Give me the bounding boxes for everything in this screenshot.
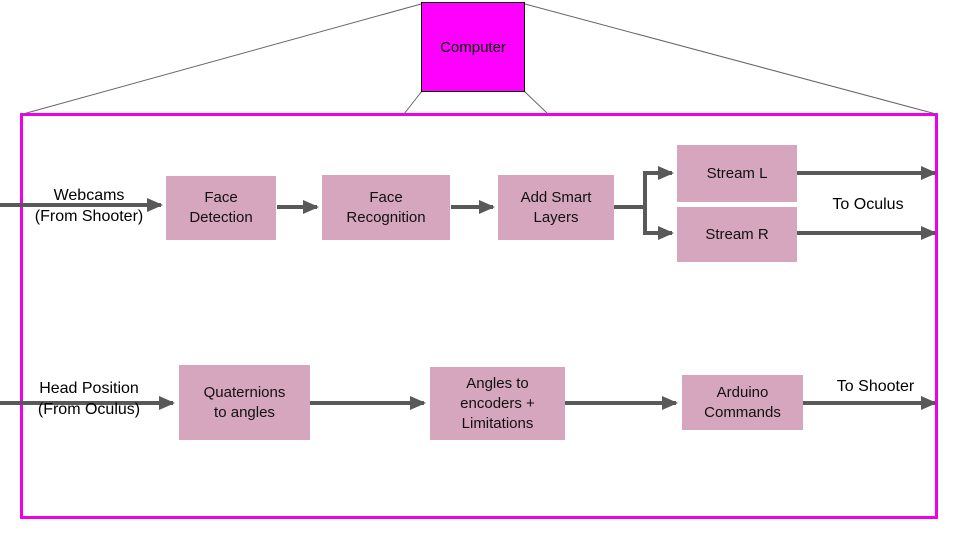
node-arduino-commands: Arduino Commands [682,375,803,430]
node-angles-to-encoders: Angles to encoders + Limitations [430,367,565,440]
explode-lines [22,3,937,115]
computer-node: Computer [421,2,525,92]
node-face-detection: Face Detection [166,176,276,240]
output-label-to-shooter: To Shooter [836,378,915,395]
node-quaternions-to-angles: Quaternions to angles [179,365,310,440]
flow-arrows [0,166,937,410]
node-stream-l: Stream L [677,145,797,202]
input-label-head-position: Head Position (From Oculus) [37,380,141,418]
computer-detail-frame [20,113,938,519]
node-add-smart-layers: Add Smart Layers [498,175,614,240]
computer-node-label: Computer [440,38,506,56]
node-face-recognition: Face Recognition [322,175,450,240]
node-stream-r: Stream R [677,207,797,262]
input-label-webcams: Webcams (From Shooter) [34,187,144,225]
output-label-to-oculus: To Oculus [832,196,904,213]
